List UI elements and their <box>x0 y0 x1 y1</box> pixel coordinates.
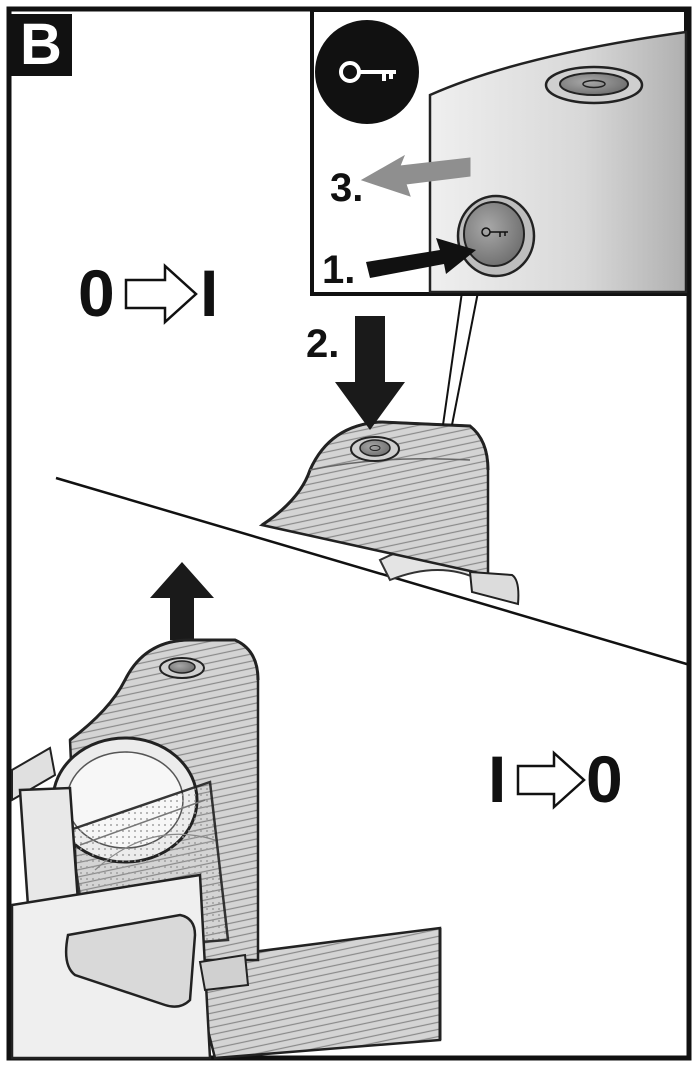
switch-off-to: 0 <box>586 742 623 816</box>
lift-up-arrow <box>150 562 214 640</box>
slicer-upper <box>258 291 520 606</box>
switch-off-arrow <box>516 750 586 810</box>
section-divider <box>55 476 691 667</box>
switch-on-to: I <box>200 256 219 330</box>
step-1-label: 1. <box>322 248 356 292</box>
slicer-lower <box>10 638 442 1060</box>
switch-off-from: I <box>488 742 507 816</box>
switch-on-from: 0 <box>78 256 115 330</box>
switch-on-arrow <box>124 263 198 325</box>
inset-detail <box>310 8 688 296</box>
key-icon <box>339 61 396 83</box>
step-3-label: 3. <box>330 166 364 210</box>
panel-letter: B <box>10 14 72 76</box>
step-2-label: 2. <box>306 322 340 366</box>
step-2-arrow <box>335 316 405 430</box>
